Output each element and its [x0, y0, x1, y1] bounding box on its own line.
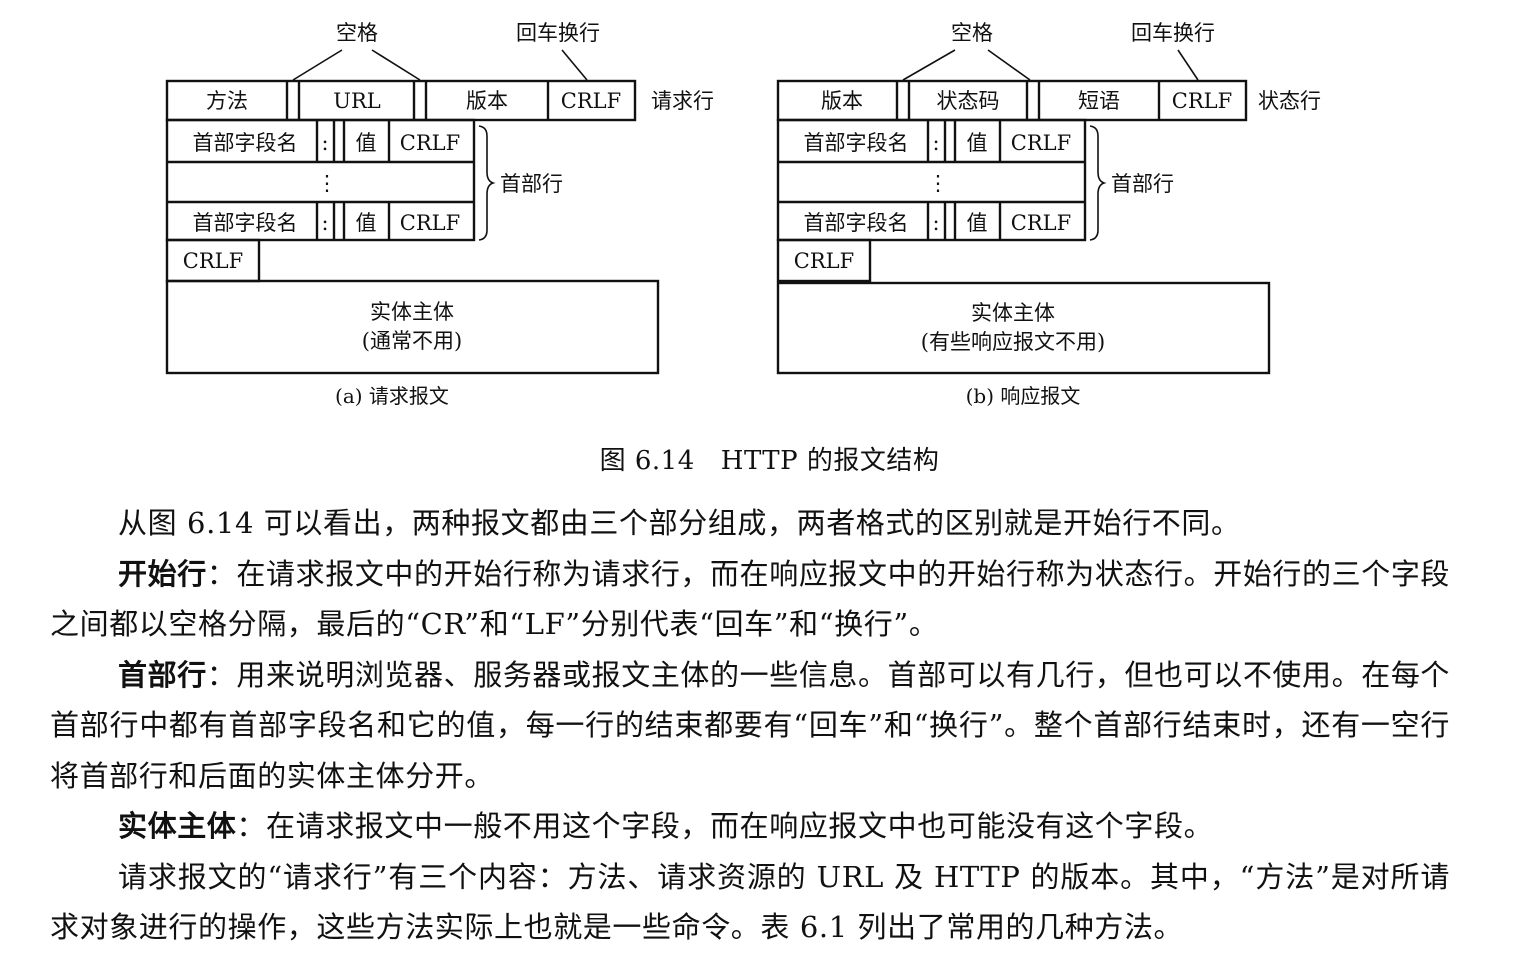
request-header-colon: : [321, 131, 328, 155]
crlf-pointer-line [561, 49, 588, 81]
status-line-label: 状态行 [1258, 89, 1321, 113]
request-header-vdots: ⋮ [317, 171, 338, 195]
request-header-crlf: CRLF [400, 211, 460, 235]
request-message-diagram: 空格 回车换行 方法 URL 版本 CRLF 请求行 首部字段名 : 值 [165, 21, 714, 408]
response-header-value: 值 [967, 131, 988, 155]
response-entity-body-note: (有些响应报文不用) [921, 330, 1105, 354]
space-pointer-line [902, 49, 956, 81]
request-header-value: 值 [356, 131, 377, 155]
space-pointer-line [371, 49, 421, 81]
response-header-crlf: CRLF [1011, 211, 1071, 235]
figure-title: HTTP 的报文结构 [720, 446, 940, 476]
status-line-crlf: CRLF [1172, 89, 1232, 113]
response-crlf-annotation: 回车换行 [1131, 21, 1215, 45]
response-status-code-field: 状态码 [937, 89, 1000, 113]
response-header-vdots: ⋮ [928, 171, 949, 195]
response-header-lines-label: 首部行 [1111, 172, 1174, 196]
response-version-field: 版本 [821, 89, 863, 113]
request-url-field: URL [333, 89, 381, 113]
paragraph-overview: 从图 6.14 可以看出，两种报文都由三个部分组成，两者格式的区别就是开始行不同… [118, 506, 1241, 540]
request-line-label: 请求行 [651, 89, 714, 113]
request-header-crlf: CRLF [400, 131, 460, 155]
request-crlf-annotation: 回车换行 [516, 21, 600, 45]
header-lines-brace [1089, 125, 1107, 241]
http-message-structure-figure: 空格 回车换行 方法 URL 版本 CRLF 请求行 首部字段名 : 值 [165, 21, 1321, 408]
response-header-value: 值 [967, 211, 988, 235]
term-header-lines: 首部行 [118, 657, 207, 692]
request-subcaption: (a) 请求报文 [335, 384, 449, 408]
figure-caption: 图 6.14 HTTP 的报文结构 [0, 440, 1539, 477]
start-line-description: ：在请求报文中的开始行称为请求行，而在响应报文中的开始行称为状态行。开始行的三个… [50, 556, 1451, 642]
request-method-field: 方法 [206, 89, 248, 113]
request-header-lines-label: 首部行 [500, 172, 563, 196]
figure-number: 图 6.14 [599, 446, 695, 476]
response-entity-body-box [776, 281, 1271, 375]
request-entity-body-title: 实体主体 [370, 300, 454, 324]
header-lines-brace [478, 125, 496, 241]
paragraph-header-lines: 首部行：用来说明浏览器、服务器或报文主体的一些信息。首部可以有几行，但也可以不使… [50, 650, 1450, 802]
space-pointer-line [292, 49, 343, 81]
term-start-line: 开始行 [118, 556, 207, 591]
request-space-label: 空格 [336, 21, 378, 45]
response-subcaption: (b) 响应报文 [966, 384, 1081, 408]
space-pointer-line [987, 49, 1031, 81]
term-entity-body: 实体主体 [118, 809, 237, 843]
response-phrase-field: 短语 [1078, 89, 1120, 113]
body-text: 从图 6.14 可以看出，两种报文都由三个部分组成，两者格式的区别就是开始行不同… [50, 498, 1450, 953]
response-blank-line-box [776, 238, 872, 283]
response-header-colon: : [932, 131, 939, 155]
paragraph-request-line: 请求报文的“请求行”有三个内容：方法、请求资源的 URL 及 HTTP 的版本。… [50, 859, 1450, 945]
request-header-field-name: 首部字段名 [193, 211, 298, 235]
response-header-field-name: 首部字段名 [804, 131, 909, 155]
paragraph-start-line: 开始行：在请求报文中的开始行称为请求行，而在响应报文中的开始行称为状态行。开始行… [50, 549, 1450, 650]
crlf-pointer-line [1177, 49, 1199, 81]
request-header-colon: : [321, 211, 328, 235]
response-message-diagram: 空格 回车换行 版本 状态码 短语 CRLF 状态行 首部字段名 : 值 CRL… [776, 21, 1321, 408]
request-header-value: 值 [356, 211, 377, 235]
request-version-field: 版本 [466, 89, 508, 113]
request-header-lines-box [165, 118, 476, 242]
response-header-lines-box [776, 118, 1087, 242]
header-lines-description: ：用来说明浏览器、服务器或报文主体的一些信息。首部可以有几行，但也可以不使用。在… [50, 657, 1451, 793]
entity-body-description: ：在请求报文中一般不用这个字段，而在响应报文中也可能没有这个字段。 [236, 809, 1214, 843]
response-header-crlf: CRLF [1011, 131, 1071, 155]
request-entity-body-box [165, 279, 660, 375]
response-blank-crlf: CRLF [794, 249, 854, 273]
response-entity-body-title: 实体主体 [971, 301, 1055, 325]
request-line-crlf: CRLF [561, 89, 621, 113]
request-entity-body-note: (通常不用) [362, 329, 462, 353]
response-header-field-name: 首部字段名 [804, 211, 909, 235]
response-header-colon: : [932, 211, 939, 235]
response-space-label: 空格 [951, 21, 993, 45]
paragraph-entity-body: 实体主体：在请求报文中一般不用这个字段，而在响应报文中也可能没有这个字段。 [50, 801, 1450, 852]
request-header-field-name: 首部字段名 [193, 131, 298, 155]
request-blank-crlf: CRLF [183, 249, 243, 273]
